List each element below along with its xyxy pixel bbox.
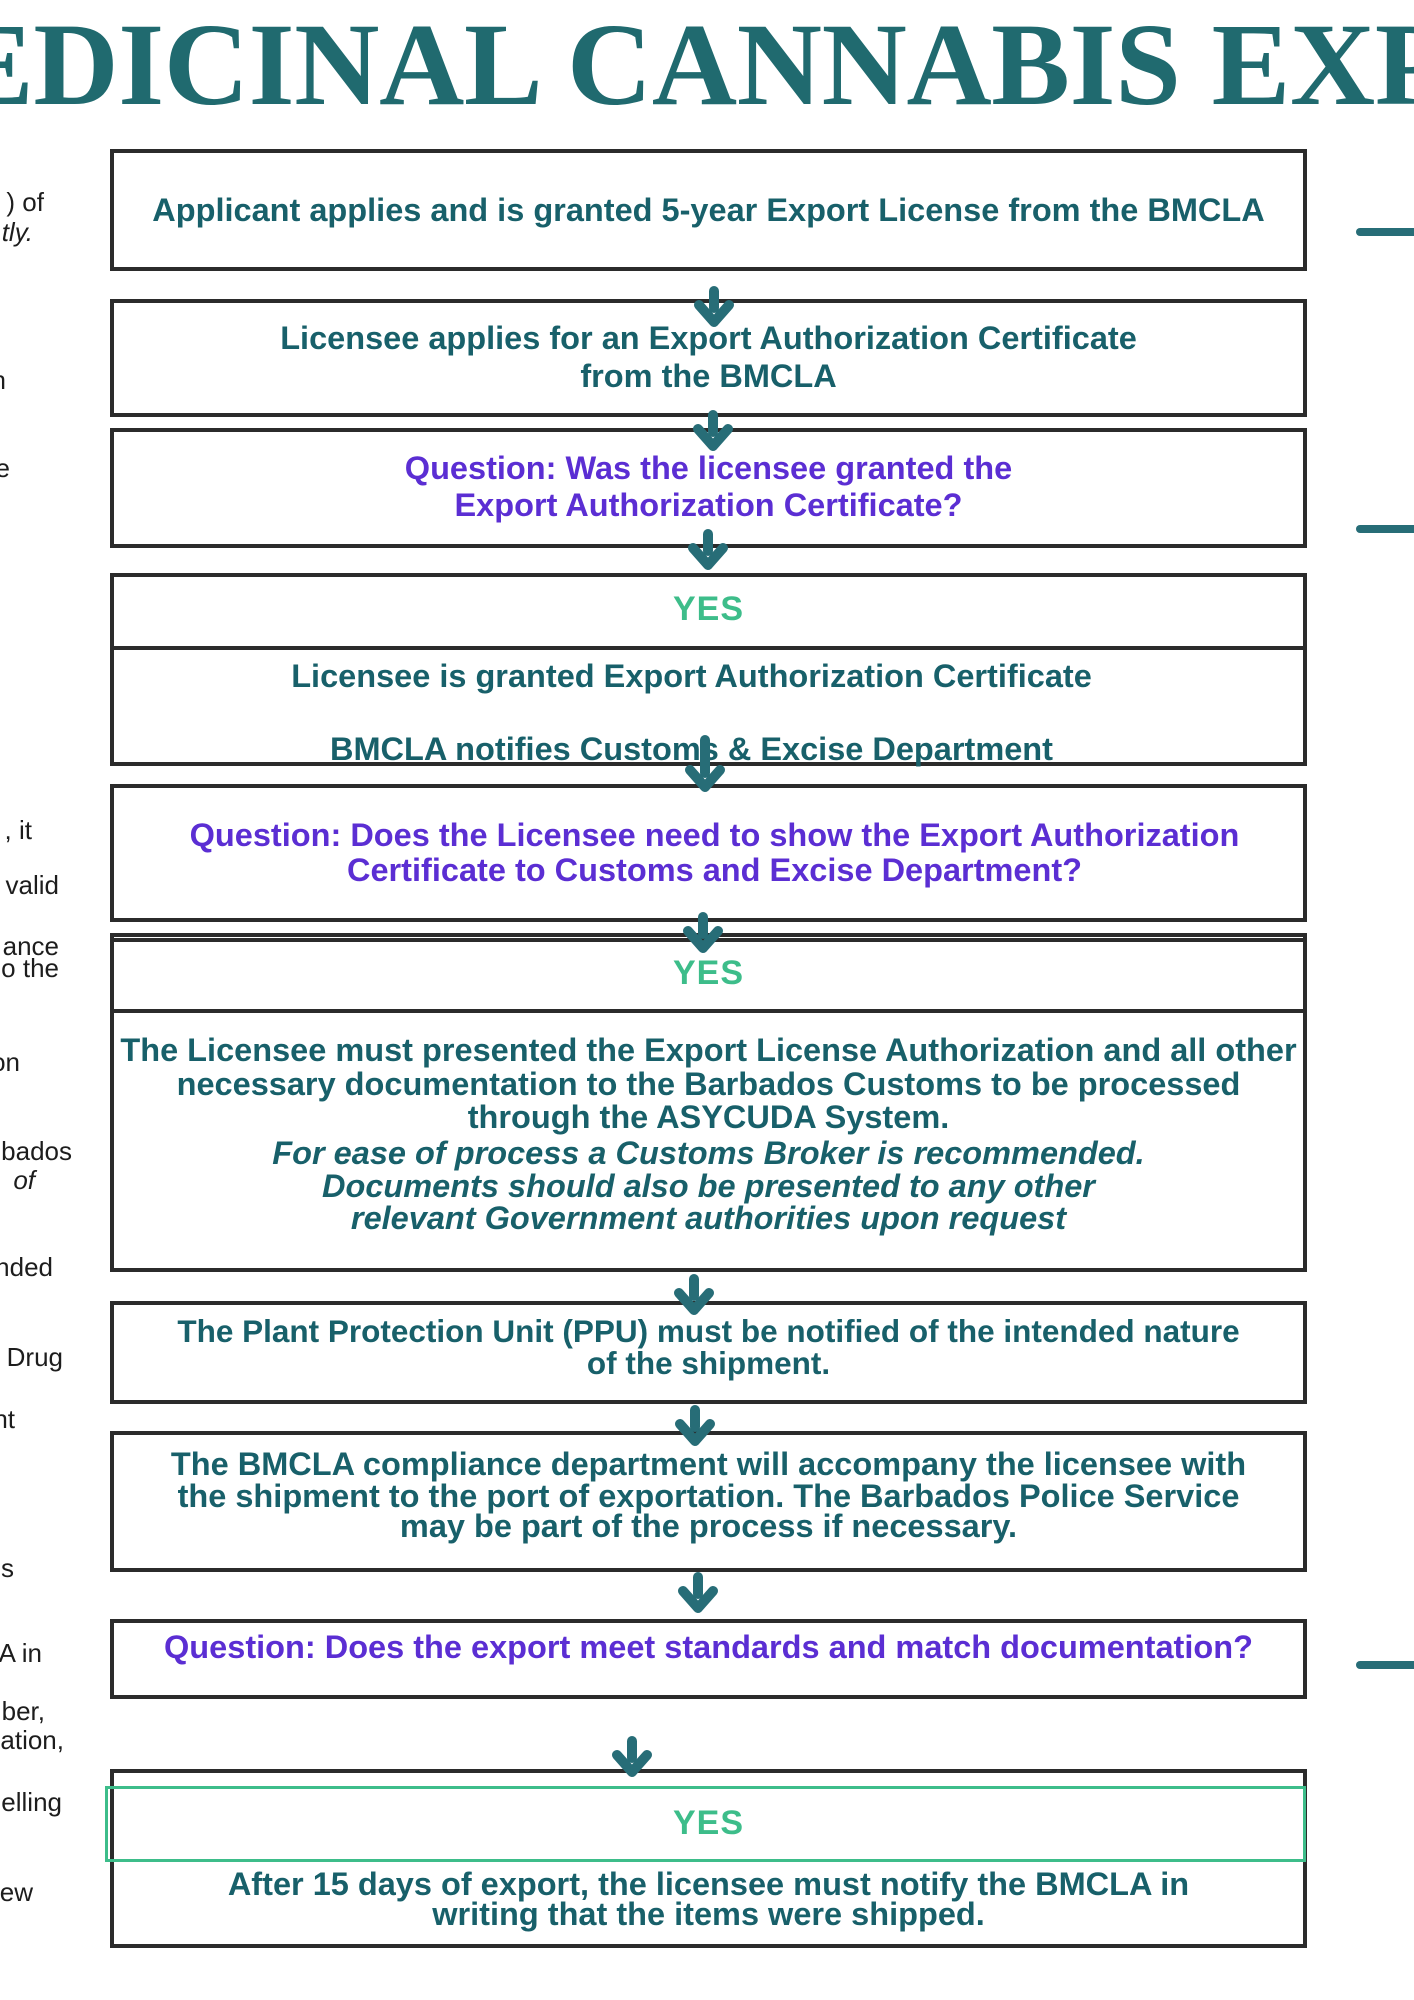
flow-arrow-icon	[692, 286, 736, 330]
flow-arrow-icon	[673, 1405, 717, 1449]
flow-box-yes-present-docs	[110, 933, 1307, 1272]
box-text: necessary documentation to the Barbados …	[176, 1065, 1241, 1102]
flow-arrow-icon	[691, 410, 735, 454]
flow-box-apply-license	[110, 149, 1307, 271]
box-text: may be part of the process if necessary.	[399, 1507, 1018, 1544]
flow-box-ppu-notified	[110, 1301, 1307, 1404]
box-divider	[114, 646, 1303, 650]
box-text: The Plant Protection Unit (PPU) must be …	[177, 1312, 1240, 1349]
left-text-fragment: nt	[0, 1404, 15, 1434]
box-text: of the shipment.	[586, 1345, 831, 1381]
box-text-italic: Documents should also be presented to an…	[322, 1167, 1095, 1204]
list-bullet-dash	[1356, 1661, 1414, 1669]
box-text: from the BMCLA	[580, 357, 837, 394]
question-text: Question: Does the Licensee need to show…	[189, 817, 1240, 853]
box-text: The Licensee must presented the Export L…	[120, 1032, 1297, 1069]
left-text-fragment: ew	[0, 1877, 33, 1907]
flow-box-yes-granted	[110, 573, 1307, 766]
left-text-fragment: nded	[0, 1252, 53, 1282]
left-text-fragment: n	[0, 367, 6, 393]
box-divider	[114, 1009, 1303, 1013]
flow-box-question-standards	[110, 1619, 1307, 1699]
left-text-fragment: ation,	[0, 1725, 64, 1755]
box-text: BMCLA notifies Customs & Excise Departme…	[330, 731, 1053, 768]
question-text: Certificate to Customs and Excise Depart…	[346, 852, 1083, 888]
flow-box-question-show-certificate	[110, 784, 1307, 922]
left-text-fragment: ) of	[6, 187, 44, 217]
left-text-fragment: Drug	[6, 1342, 63, 1372]
flow-arrow-icon	[676, 1572, 720, 1616]
left-text-fragment: e	[0, 453, 10, 483]
flow-arrow-icon	[683, 735, 727, 795]
left-text-fragment: ber,	[1, 1696, 45, 1726]
yes-outline-box	[105, 1786, 1306, 1862]
left-text-fragment: bados	[1, 1136, 72, 1166]
flow-arrow-icon	[610, 1736, 654, 1780]
box-text: writing that the items were shipped.	[432, 1895, 985, 1932]
left-text-fragment: valid	[5, 870, 59, 900]
left-text-fragment: , it	[4, 815, 32, 845]
flow-arrow-icon	[672, 1274, 716, 1318]
flow-box-compliance-accompany	[110, 1431, 1307, 1572]
left-text-fragment: ance	[2, 931, 59, 961]
box-text: Licensee applies for an Export Authoriza…	[280, 320, 1137, 356]
box-text: the shipment to the port of exportation.…	[177, 1477, 1240, 1514]
left-text-fragment: A in	[0, 1638, 42, 1668]
box-text-italic: relevant Government authorities upon req…	[350, 1200, 1067, 1237]
list-bullet-dash	[1356, 228, 1414, 236]
flow-arrow-icon	[686, 529, 730, 573]
left-text-fragment: of	[13, 1165, 35, 1195]
box-text: After 15 days of export, the licensee mu…	[227, 1865, 1190, 1902]
yes-label: YES	[672, 590, 745, 628]
yes-label: YES	[672, 1804, 745, 1842]
yes-label: YES	[672, 954, 745, 992]
left-text-fragment: on	[0, 1047, 20, 1077]
box-text: through the ASYCUDA System.	[467, 1099, 950, 1136]
flow-box-notify-shipped	[110, 1769, 1307, 1948]
box-text: Applicant applies and is granted 5-year …	[152, 191, 1265, 228]
left-text-fragment: tly.	[1, 217, 33, 247]
box-text: Licensee is granted Export Authorization…	[291, 658, 1092, 695]
flow-arrow-icon	[681, 912, 725, 956]
list-bullet-dash	[1356, 525, 1414, 533]
question-text: Export Authorization Certificate?	[454, 487, 963, 523]
question-text: Question: Does the export meet standards…	[164, 1628, 1253, 1665]
left-text-fragment: s	[1, 1553, 14, 1583]
box-text-italic: For ease of process a Customs Broker is …	[272, 1135, 1145, 1172]
page-title: MEDICINAL CANNABIS EXPORT	[0, 0, 1414, 130]
box-text: The BMCLA compliance department will acc…	[170, 1446, 1247, 1483]
left-text-fragment: elling	[1, 1787, 62, 1817]
left-text-fragment: o the	[1, 953, 59, 983]
question-text: Question: Was the licensee granted the	[404, 450, 1013, 486]
